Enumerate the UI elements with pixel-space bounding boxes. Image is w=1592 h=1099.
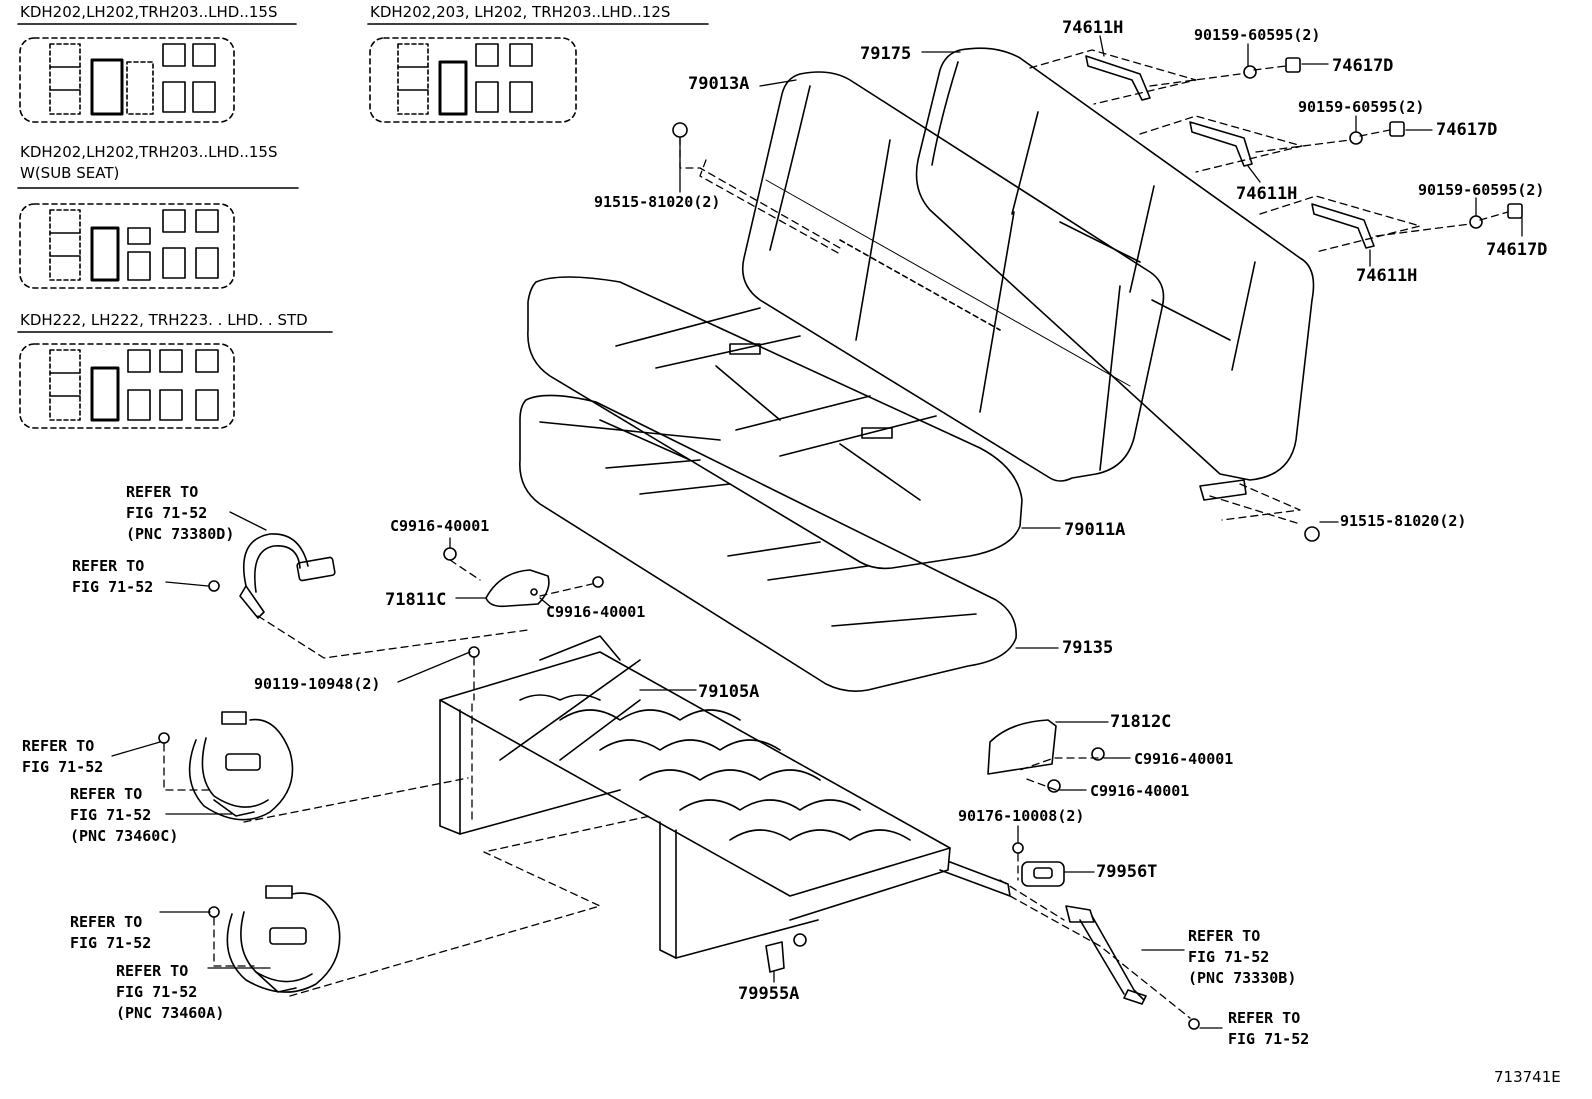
refer-note-low-bolt[interactable]: REFER TO FIG 71-52 [70,913,152,952]
bracket-74611H-low [1312,204,1374,248]
header-underlines [18,24,708,332]
bracket-74611H-top [1086,56,1150,100]
config-header-c: KDH202,LH202,TRH203..LHD..15S W(SUB SEAT… [20,143,278,182]
seat-frame-79105A [440,636,1010,958]
part-label-74611H-low[interactable]: 74611H [1356,266,1418,286]
refer-note-73460A[interactable]: REFER TO FIG 71-52 (PNC 73460A) [116,962,225,1022]
part-label-74617D-3[interactable]: 74617D [1486,240,1548,260]
seatbelt-73380D [240,534,335,618]
leader-lines [112,36,1522,1028]
part-label-C9916-b[interactable]: C9916-40001 [546,603,646,621]
seat-pad-79135 [520,395,1016,691]
refer-note-left-bolt[interactable]: REFER TO FIG 71-52 [72,557,154,596]
seat-cushion-79011A [528,277,1022,568]
config-header-d: KDH222, LH222, TRH223. . LHD. . STD [20,311,308,329]
layout-thumb-a [20,38,234,122]
refer-note-73460C[interactable]: REFER TO FIG 71-52 (PNC 73460C) [70,785,179,845]
part-label-90159-1[interactable]: 90159-60595(2) [1194,26,1321,44]
bolts-misc [159,581,1199,1029]
part-label-79135[interactable]: 79135 [1062,638,1114,658]
bracket-74611H-mid [1190,122,1252,166]
part-label-74617D-1[interactable]: 74617D [1332,56,1394,76]
layout-thumb-b [370,38,576,122]
part-label-C9916-c[interactable]: C9916-40001 [1134,750,1234,768]
hinge-cover-71812C [988,720,1056,774]
config-header-a: KDH202,LH202,TRH203..LHD..15S [20,3,278,21]
part-label-79175[interactable]: 79175 [860,44,912,64]
layout-thumb-c [20,204,234,288]
layout-thumb-d [20,344,234,428]
config-header-b: KDH202,203, LH202, TRH203..LHD..12S [370,3,671,21]
part-label-91515-right[interactable]: 91515-81020(2) [1340,512,1467,530]
refer-note-73380D[interactable]: REFER TO FIG 71-52 (PNC 73380D) [126,483,235,543]
part-label-71812C[interactable]: 71812C [1110,712,1172,732]
seatbelt-73460C [190,712,293,820]
refer-note-right-bolt[interactable]: REFER TO FIG 71-52 [1228,1009,1310,1048]
illustration-reference-number: 713741E [1494,1068,1561,1086]
refer-note-mid-bolt[interactable]: REFER TO FIG 71-52 [22,737,104,776]
part-label-74611H-mid[interactable]: 74611H [1236,184,1298,204]
part-label-74611H-top[interactable]: 74611H [1062,18,1124,38]
part-label-C9916-a[interactable]: C9916-40001 [390,517,490,535]
hinge-cover-71811C [486,570,549,606]
part-label-91515-left[interactable]: 91515-81020(2) [594,193,721,211]
bolts-91515 [673,123,1319,541]
part-label-79013A[interactable]: 79013A [688,74,750,94]
part-label-71811C[interactable]: 71811C [385,590,447,610]
nuts-74617D [1286,58,1522,218]
part-label-C9916-d[interactable]: C9916-40001 [1090,782,1190,800]
bolts-C9916 [444,548,1104,792]
part-label-79105A[interactable]: 79105A [698,682,760,702]
part-label-74617D-2[interactable]: 74617D [1436,120,1498,140]
part-label-79955A[interactable]: 79955A [738,984,800,1004]
seat-back-outer-79175 [917,48,1314,480]
part-label-79011A[interactable]: 79011A [1064,520,1126,540]
seatbelt-73460A [227,886,339,992]
part-label-90159-2[interactable]: 90159-60595(2) [1298,98,1425,116]
part-label-90159-3[interactable]: 90159-60595(2) [1418,181,1545,199]
refer-note-73330B[interactable]: REFER TO FIG 71-52 (PNC 73330B) [1188,927,1297,987]
part-label-90119[interactable]: 90119-10948(2) [254,675,381,693]
dashed-assembly-lines [164,50,1508,1018]
stopper-79955A [766,942,784,972]
part-label-90176[interactable]: 90176-10008(2) [958,807,1085,825]
part-label-79956T[interactable]: 79956T [1096,862,1158,882]
lock-79956T [1022,862,1064,886]
seat-back-front-79013A [743,72,1164,481]
seatbelt-73330B [1066,906,1146,1004]
